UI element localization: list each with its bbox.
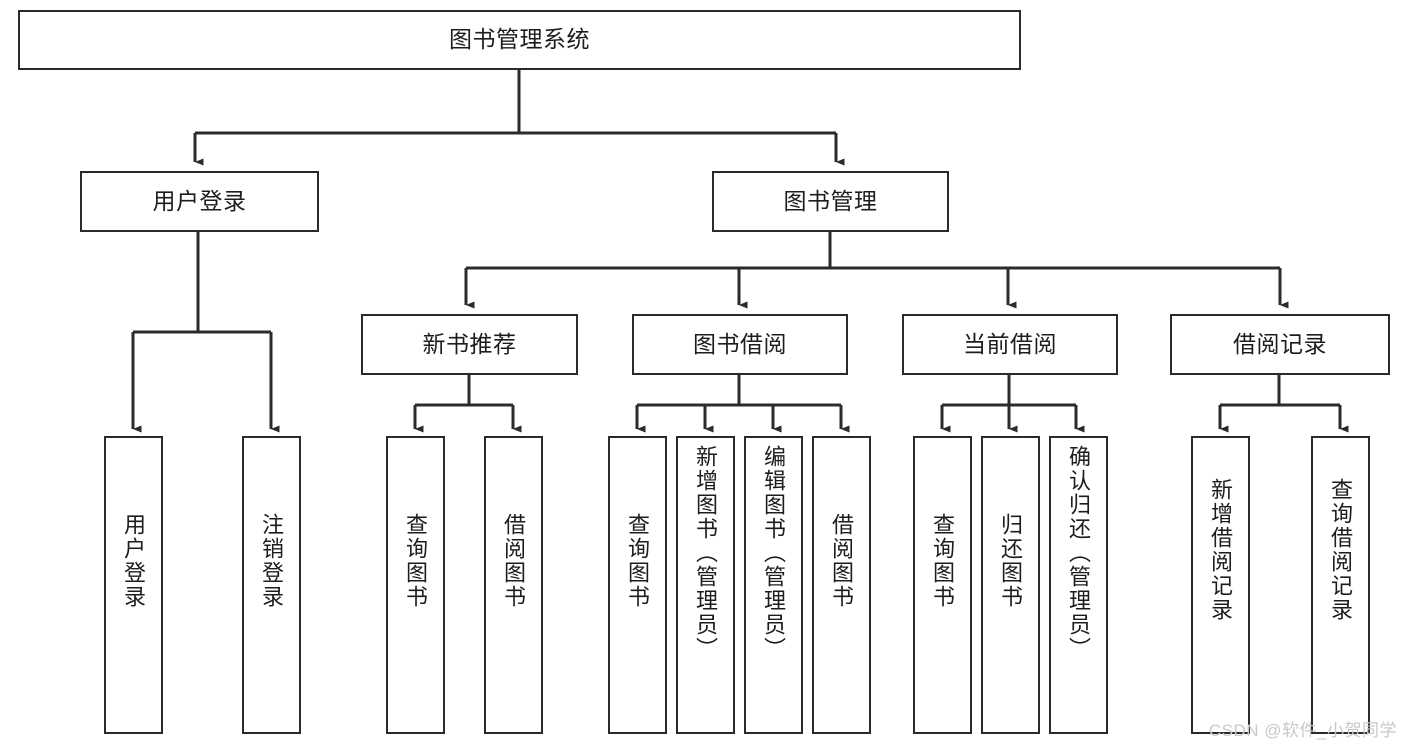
leaf-add-book-admin[interactable]: 新增图书（管理员） <box>676 436 735 734</box>
node-borrow-records[interactable]: 借阅记录 <box>1170 314 1390 375</box>
node-label: 借阅图书 <box>829 513 855 609</box>
node-label: 借阅图书 <box>501 513 527 609</box>
leaf-query-borrow-record[interactable]: 查询借阅记录 <box>1311 436 1370 734</box>
node-label: 图书借阅 <box>693 330 787 357</box>
leaf-confirm-return-admin[interactable]: 确认归还（管理员） <box>1049 436 1108 734</box>
node-label: 编辑图书（管理员） <box>761 445 787 661</box>
node-root-system[interactable]: 图书管理系统 <box>18 10 1021 70</box>
node-user-login[interactable]: 用户登录 <box>80 171 319 232</box>
node-book-management[interactable]: 图书管理 <box>712 171 949 232</box>
leaf-edit-book-admin[interactable]: 编辑图书（管理员） <box>744 436 803 734</box>
node-book-borrow[interactable]: 图书借阅 <box>632 314 848 375</box>
leaf-return-book[interactable]: 归还图书 <box>981 436 1040 734</box>
node-new-book-recommend[interactable]: 新书推荐 <box>361 314 578 375</box>
node-label: 新书推荐 <box>422 330 517 357</box>
node-label: 归还图书 <box>998 513 1024 609</box>
leaf-borrow-book-2[interactable]: 借阅图书 <box>812 436 871 734</box>
leaf-user-login[interactable]: 用户登录 <box>104 436 163 734</box>
leaf-query-book-3[interactable]: 查询图书 <box>913 436 972 734</box>
node-label: 注销登录 <box>259 513 285 609</box>
node-current-borrow[interactable]: 当前借阅 <box>902 314 1118 375</box>
leaf-borrow-book-1[interactable]: 借阅图书 <box>484 436 543 734</box>
leaf-logout[interactable]: 注销登录 <box>242 436 301 734</box>
node-label: 新增图书（管理员） <box>693 445 719 661</box>
node-label: 当前借阅 <box>963 330 1057 357</box>
node-label: 查询图书 <box>930 513 956 609</box>
node-label: 用户登录 <box>121 513 147 609</box>
node-label: 用户登录 <box>152 187 247 214</box>
node-label: 新增借阅记录 <box>1208 478 1234 622</box>
node-label: 查询借阅记录 <box>1328 478 1354 622</box>
node-label: 图书管理系统 <box>449 26 590 53</box>
node-label: 查询图书 <box>403 513 429 609</box>
node-label: 图书管理 <box>783 187 878 214</box>
watermark-text: CSDN @软件_小贺同学 <box>1208 721 1397 740</box>
leaf-query-book-2[interactable]: 查询图书 <box>608 436 667 734</box>
node-label: 确认归还（管理员） <box>1066 445 1092 661</box>
node-label: 查询图书 <box>625 513 651 609</box>
node-label: 借阅记录 <box>1233 330 1327 357</box>
leaf-add-borrow-record[interactable]: 新增借阅记录 <box>1191 436 1250 734</box>
leaf-query-book-1[interactable]: 查询图书 <box>386 436 445 734</box>
